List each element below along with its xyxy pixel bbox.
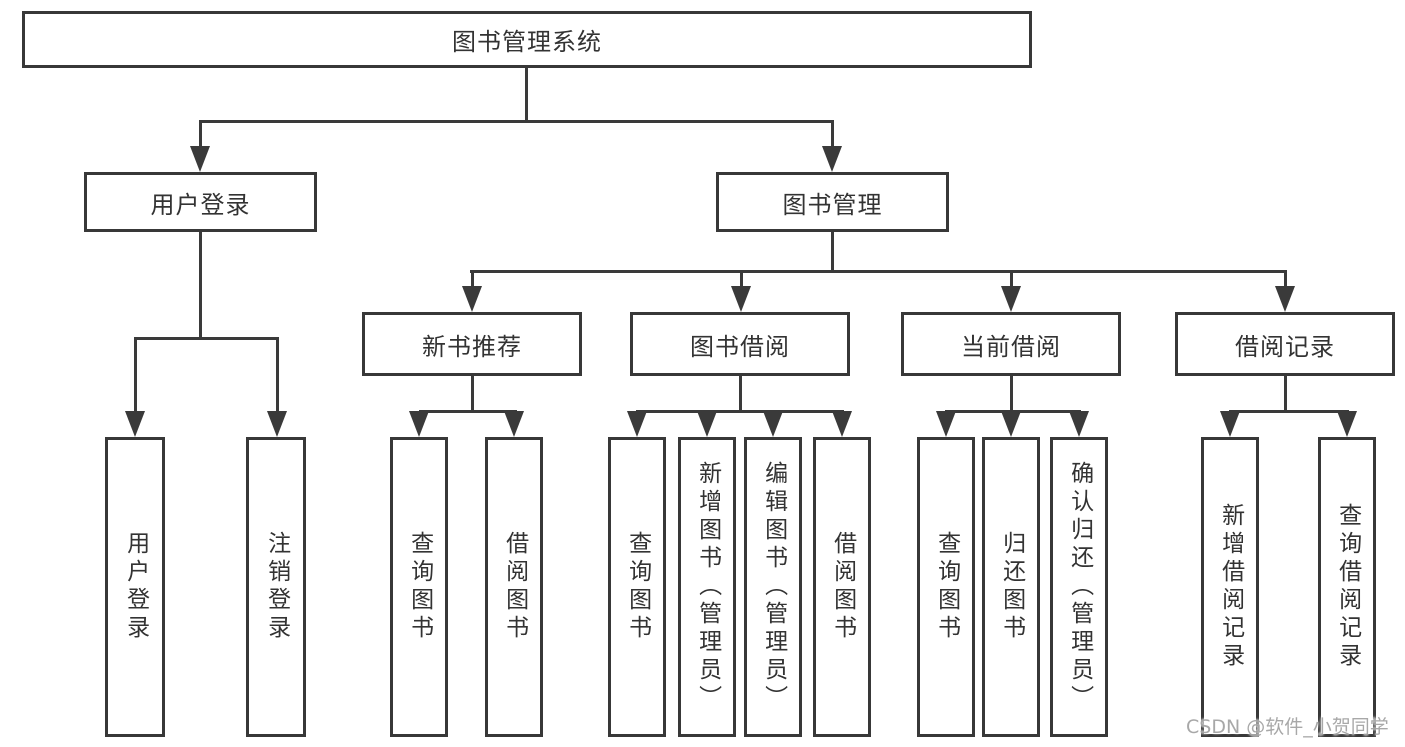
leaf-user-login: 用户登录 [105,437,165,737]
leaf-return-book: 归还图书 [982,437,1040,737]
leaf-query-book-3: 查询图书 [917,437,975,737]
watermark: CSDN @软件_小贺同学 [1186,716,1389,738]
leaf-borrow-book-2: 借阅图书 [813,437,871,737]
connector-line [1010,270,1013,288]
connector-line [739,376,742,410]
connector-line [831,232,834,270]
node-borrow-record: 借阅记录 [1175,312,1395,376]
arrow-down-icon [763,411,783,437]
leaf-add-borrow-record: 新增借阅记录 [1201,437,1259,737]
arrow-down-icon [1069,411,1089,437]
leaf-edit-book-admin: 编辑图书（管理员） [744,437,802,737]
arrow-down-icon [822,146,842,172]
arrow-down-icon [1337,411,1357,437]
arrow-down-icon [504,411,524,437]
arrow-down-icon [627,411,647,437]
arrow-down-icon [1001,286,1021,312]
leaf-borrow-book-1: 借阅图书 [485,437,543,737]
connector-line [831,120,834,148]
connector-line [471,376,474,410]
connector-line [740,270,743,288]
node-current-borrow: 当前借阅 [901,312,1121,376]
arrow-down-icon [125,411,145,437]
arrow-down-icon [731,286,751,312]
connector-line [1229,410,1349,413]
node-book-borrow: 图书借阅 [630,312,850,376]
leaf-logout: 注销登录 [246,437,306,737]
connector-line [199,232,202,337]
arrow-down-icon [832,411,852,437]
connector-line [525,68,528,120]
leaf-query-book-1: 查询图书 [390,437,448,737]
connector-line [636,410,844,413]
connector-line [1284,270,1287,288]
connector-line [419,410,517,413]
arrow-down-icon [462,286,482,312]
leaf-query-book-2: 查询图书 [608,437,666,737]
leaf-confirm-return-admin: 确认归还（管理员） [1050,437,1108,737]
connector-line [199,120,834,123]
node-root-library-system: 图书管理系统 [22,11,1032,68]
node-book-management-branch: 图书管理 [716,172,949,232]
connector-line [470,270,1287,273]
connector-line [1284,376,1287,410]
arrow-down-icon [190,146,210,172]
node-user-login-branch: 用户登录 [84,172,317,232]
connector-line [199,120,202,148]
leaf-query-borrow-record: 查询借阅记录 [1318,437,1376,737]
arrow-down-icon [267,411,287,437]
arrow-down-icon [1275,286,1295,312]
arrow-down-icon [409,411,429,437]
arrow-down-icon [1001,411,1021,437]
connector-line [1010,376,1013,410]
connector-line [276,337,279,413]
node-new-book-recommend: 新书推荐 [362,312,582,376]
arrow-down-icon [697,411,717,437]
leaf-add-book-admin: 新增图书（管理员） [678,437,736,737]
connector-line [134,337,279,340]
connector-line [471,270,474,288]
connector-line [134,337,137,413]
arrow-down-icon [1220,411,1240,437]
arrow-down-icon [936,411,956,437]
